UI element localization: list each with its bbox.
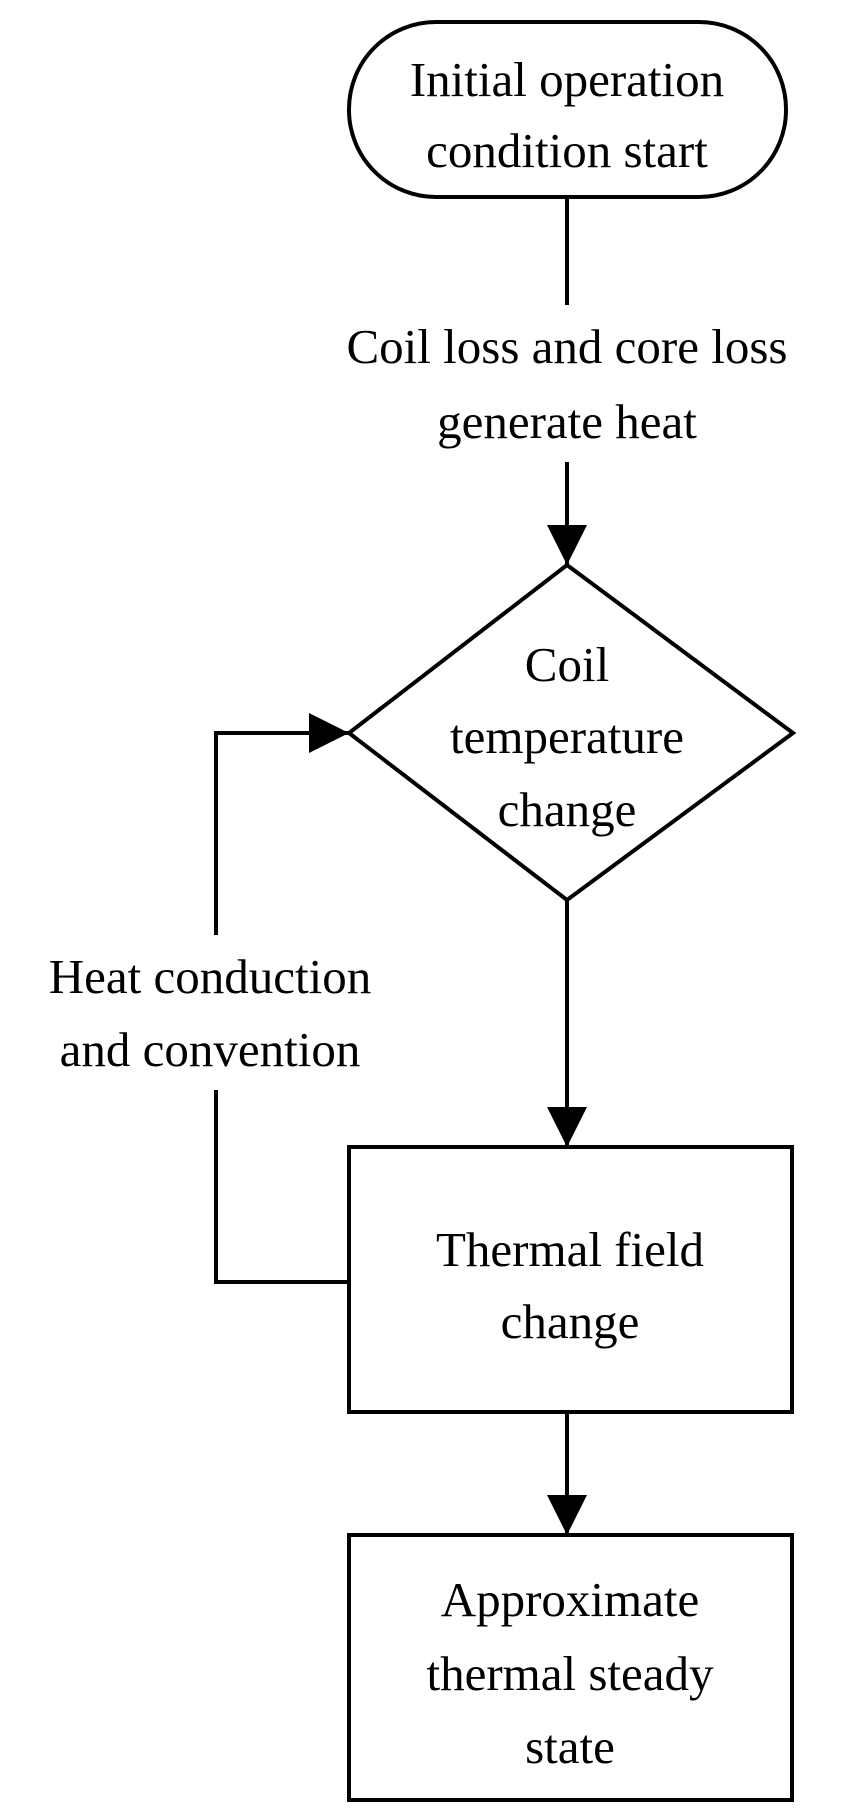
decision-node-line-3: change xyxy=(498,782,637,837)
thermal-field-line-2: change xyxy=(501,1294,640,1349)
start-node-line-2: condition start xyxy=(426,123,708,178)
edge-label-heat-generation: Coil loss and core loss generate heat xyxy=(347,319,788,449)
decision-node-line-1: Coil xyxy=(525,637,609,692)
thermal-field-node: Thermal field change xyxy=(347,1145,794,1414)
heat-generation-line-1: Coil loss and core loss xyxy=(347,319,788,374)
steady-state-line-1: Approximate xyxy=(441,1572,700,1627)
start-node: Initial operation condition start xyxy=(347,20,788,199)
feedback-line-2: and convention xyxy=(60,1022,361,1077)
edge-label-feedback: Heat conduction and convention xyxy=(49,949,371,1077)
feedback-connector-lower xyxy=(214,1090,349,1284)
feedback-line-1: Heat conduction xyxy=(49,949,371,1004)
steady-state-node: Approximate thermal steady state xyxy=(347,1533,794,1802)
decision-node: Coil temperature change xyxy=(345,562,797,903)
heat-generation-line-2: generate heat xyxy=(437,394,697,449)
steady-state-line-2: thermal steady xyxy=(426,1646,714,1701)
decision-node-line-2: temperature xyxy=(450,709,684,764)
thermal-field-line-1: Thermal field xyxy=(436,1222,704,1277)
steady-state-line-3: state xyxy=(525,1719,615,1774)
feedback-arrow-upper xyxy=(214,713,349,935)
start-node-line-1: Initial operation xyxy=(410,52,724,107)
